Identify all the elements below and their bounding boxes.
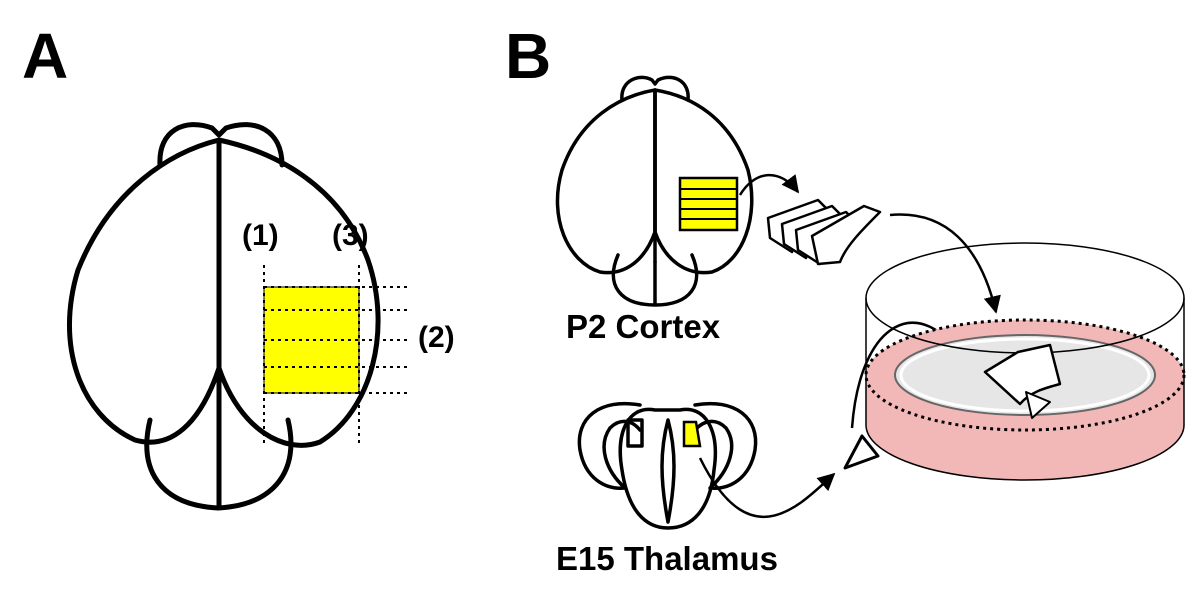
cortical-slices [766, 198, 882, 266]
thalamus-label: E15 Thalamus [556, 540, 778, 577]
panel-a: A (1) (2) (3) [22, 20, 455, 511]
cortex-label: P2 Cortex [566, 308, 721, 345]
thalamic-explant [843, 434, 880, 470]
arrow-slab-to-slices [738, 173, 800, 196]
cortical-slab-a [263, 265, 410, 445]
cut-label-1: (1) [242, 219, 279, 252]
olfactory-bulbs-a [157, 122, 285, 168]
cortical-slab-b [678, 176, 739, 232]
arrow-thalamus-to-explant [698, 457, 836, 519]
panel-a-label: A [22, 20, 68, 92]
thalamic-explant-region [682, 420, 702, 448]
cerebellum-a [144, 417, 294, 511]
panel-b: B P2 Cortex [505, 20, 1186, 577]
arrow-slices-to-dish [889, 213, 1001, 314]
co-cultured-explant [1025, 391, 1051, 419]
thalamus-coronal-section [577, 401, 758, 530]
left-hemisphere-a [66, 137, 222, 445]
right-hemisphere-a [216, 137, 381, 448]
brain-dorsal-view-a [66, 122, 381, 511]
co-cultured-slice [983, 343, 1062, 406]
cut-label-2: (2) [418, 321, 455, 354]
culture-dish [864, 242, 1186, 481]
brain-dorsal-view-b [555, 75, 754, 307]
panel-b-label: B [505, 20, 551, 92]
cut-label-3: (3) [332, 219, 369, 252]
